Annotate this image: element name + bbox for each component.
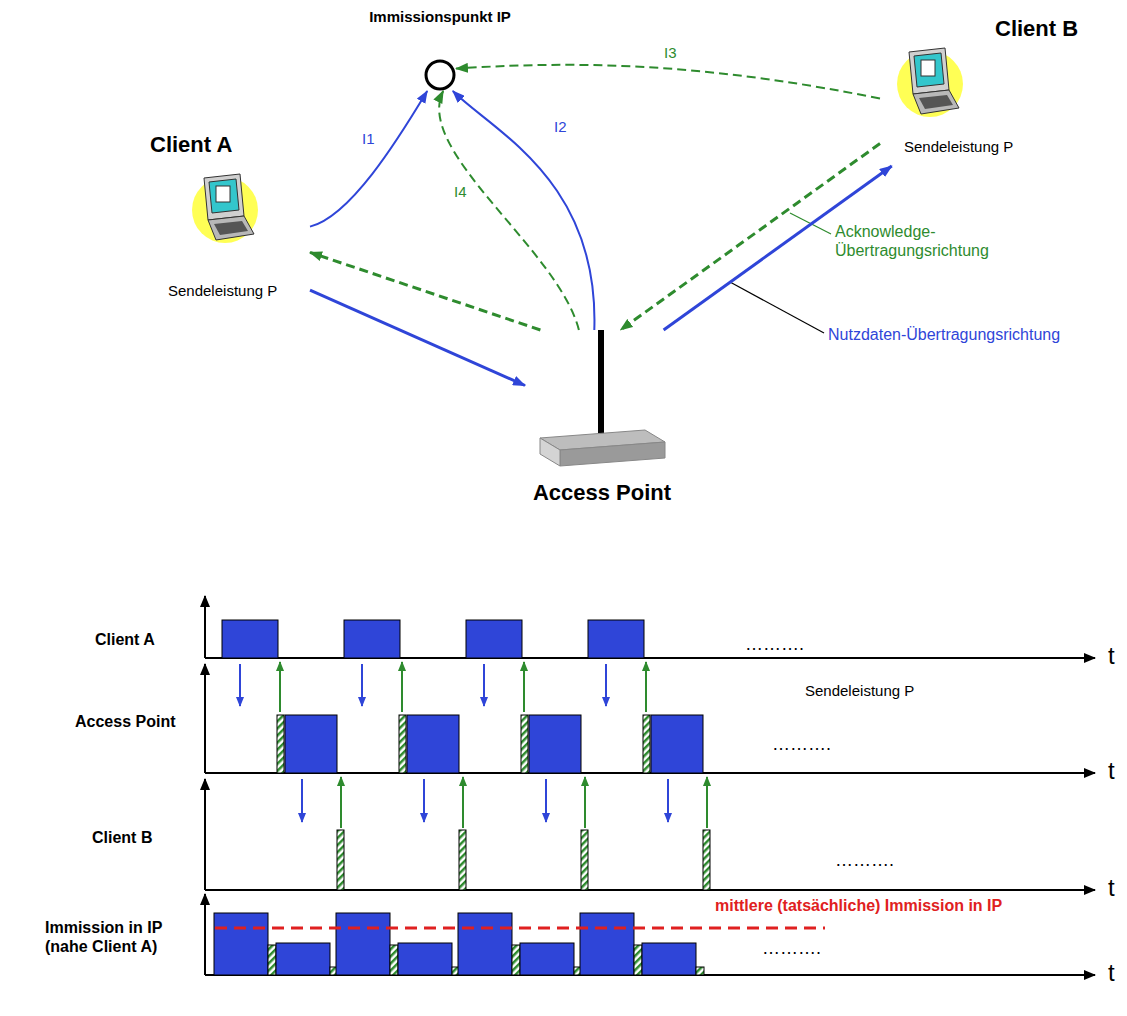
- ap-front: [560, 442, 665, 466]
- continuation-dots: ……….: [772, 734, 831, 756]
- laptop-lid: [909, 48, 949, 94]
- row-label: Access Point: [75, 712, 175, 731]
- period: [458, 620, 588, 975]
- ack-connector: [310, 252, 540, 330]
- client-node: Client A Sendeleistung P: [150, 132, 310, 304]
- axis-label: t: [1108, 642, 1115, 671]
- continuation-dots: ……….: [762, 938, 821, 960]
- ack-connector: [456, 65, 880, 99]
- laptop-base: [208, 216, 254, 240]
- value-axis: [204, 664, 206, 773]
- node-title: Immissionspunkt IP: [369, 8, 511, 26]
- icon-holder: [895, 44, 965, 133]
- axis-label: t: [1108, 874, 1115, 903]
- callout-text: Nutzdaten-Übertragungsrichtung: [828, 325, 1060, 344]
- axis-label: t: [1108, 959, 1115, 988]
- laptop-icon: [895, 44, 965, 129]
- access-point-icon: [525, 330, 675, 470]
- laptop-icon: [190, 170, 260, 255]
- laptop-screen: [914, 53, 944, 87]
- antenna: [598, 330, 604, 438]
- mean-line: [215, 927, 825, 930]
- emission-circle: [424, 59, 456, 91]
- data-connector: [310, 290, 525, 385]
- data-connector: [310, 91, 427, 227]
- ap-side: [540, 438, 560, 466]
- value-axis: [204, 596, 206, 658]
- laptop-keys: [214, 221, 248, 235]
- circle-outline: [426, 61, 454, 89]
- icon-halo: [897, 51, 963, 117]
- data-connector: [453, 91, 595, 330]
- laptop-keys: [919, 95, 953, 109]
- leader-line: [730, 282, 824, 333]
- edge-label: I3: [662, 44, 679, 62]
- power-note: Sendeleistung P: [805, 682, 914, 700]
- icon-halo: [192, 177, 258, 243]
- laptop-screen: [209, 179, 239, 213]
- callout-text: Acknowledge-Übertragungsrichtung: [835, 222, 1020, 260]
- row-label: Client B: [92, 828, 152, 847]
- node-subtitle: Sendeleistung P: [168, 282, 277, 300]
- mean-label: mittlere (tatsächliche) Immission in IP: [715, 896, 1002, 915]
- period: [580, 620, 710, 975]
- time-axis: [205, 657, 1095, 659]
- axis-label: t: [1108, 757, 1115, 786]
- screen-window: [216, 186, 230, 202]
- node-title: Client B: [995, 16, 1078, 42]
- ack-connector: [439, 91, 579, 330]
- edge-label: I2: [552, 118, 569, 136]
- period: [214, 620, 344, 975]
- laptop-lid: [204, 174, 244, 220]
- row-label: Immission in IP (nahe Client A): [45, 918, 185, 956]
- access-point: Access Point: [525, 330, 679, 515]
- client-node: Client B Sendeleistung P: [880, 16, 1115, 166]
- value-axis: [204, 894, 206, 975]
- screen-window: [921, 60, 935, 76]
- icon-holder: [190, 170, 260, 259]
- value-axis: [204, 779, 206, 890]
- emission-point: Immissionspunkt IP: [424, 59, 456, 91]
- period: [336, 620, 466, 975]
- icon-holder: [525, 330, 675, 474]
- edge-label: I1: [360, 130, 377, 148]
- edge-label: I4: [452, 183, 469, 201]
- laptop-base: [913, 90, 959, 114]
- row-label: Client A: [95, 630, 155, 649]
- continuation-dots: ……….: [745, 634, 804, 656]
- continuation-dots: ……….: [835, 850, 894, 872]
- node-title: Client A: [150, 132, 232, 158]
- node-title: Access Point: [525, 480, 679, 506]
- node-subtitle: Sendeleistung P: [904, 138, 1013, 156]
